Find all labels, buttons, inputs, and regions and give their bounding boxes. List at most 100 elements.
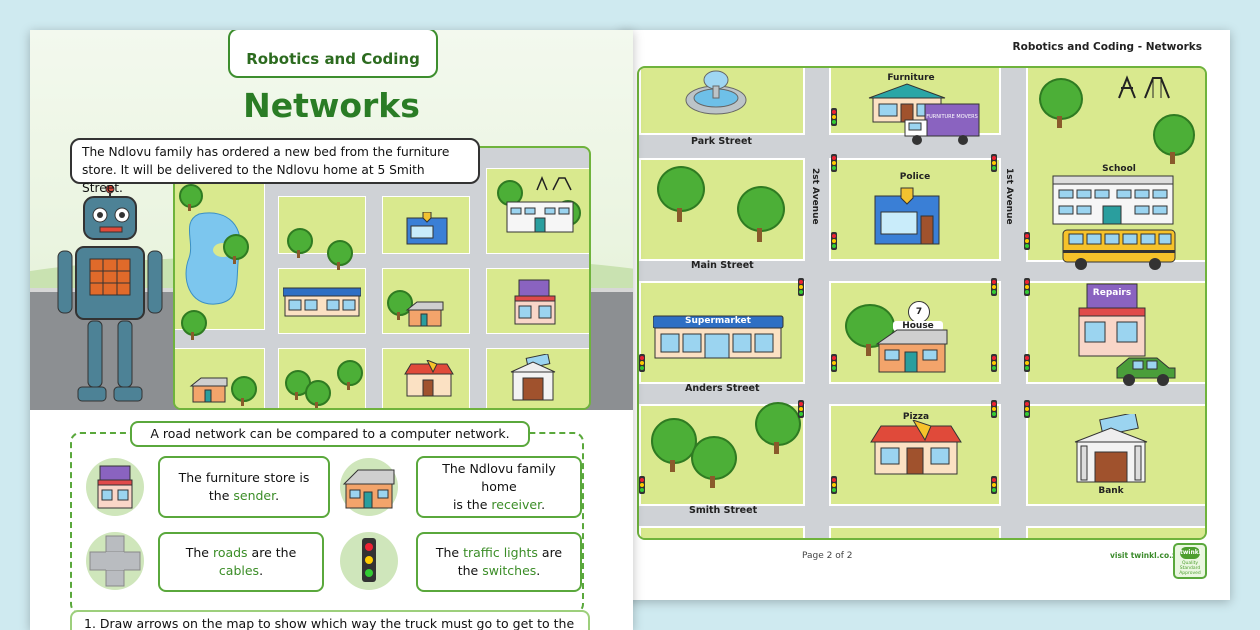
- badge-caption: Quality Standard Approved: [1179, 561, 1201, 576]
- street-label-park: Park Street: [691, 136, 752, 147]
- supermarket-label: Supermarket: [685, 316, 751, 326]
- traffic-light-icon: [831, 108, 837, 126]
- traffic-light-icon: [1024, 232, 1030, 250]
- card-receiver-mid: is the: [452, 497, 492, 512]
- delivery-truck-icon: FURNITURE MOVERS: [904, 103, 980, 145]
- house-label: House: [893, 321, 943, 331]
- traffic-light-icon: [1024, 354, 1030, 372]
- map-block: [639, 526, 805, 538]
- repairs-label: Repairs: [1092, 288, 1132, 298]
- bank-icon: [1074, 414, 1148, 483]
- house-number-badge: 7: [908, 301, 930, 323]
- card-receiver-line1: The Ndlovu family home: [442, 461, 556, 494]
- playground-icon: [1118, 75, 1170, 99]
- mini-bank-icon: [510, 354, 556, 401]
- card-switches-keyword2: switches: [482, 563, 537, 578]
- mini-pizza-icon: [404, 360, 454, 397]
- ndlovu-house-icon: [875, 329, 948, 373]
- card-sender-line1: The furniture store is: [178, 470, 310, 485]
- traffic-light-icon: [991, 400, 997, 418]
- page-2-header: Robotics and Coding - Networks: [1012, 41, 1202, 53]
- pizza-shop-icon: [870, 420, 962, 475]
- sender-icon-circle: [86, 458, 144, 516]
- mini-school-icon: [506, 201, 574, 233]
- school-bus-icon: [1062, 229, 1176, 270]
- card-sender-keyword: sender: [233, 488, 276, 503]
- map-block: [829, 526, 1001, 538]
- bank-label: Bank: [1098, 486, 1124, 496]
- robot-mascot-icon: [57, 185, 163, 402]
- map-block: [1026, 526, 1205, 538]
- card-cables-end: .: [259, 563, 264, 578]
- avenue-label-1st: 1st Avenue: [1004, 168, 1014, 225]
- mini-supermarket-icon: [283, 287, 361, 317]
- card-receiver-end: .: [541, 497, 546, 512]
- map-block: [278, 196, 366, 254]
- avenue-label-2st: 2st Avenue: [810, 168, 820, 225]
- traffic-light-icon: [831, 354, 837, 372]
- question-1: 1. Draw arrows on the map to show which …: [70, 610, 590, 630]
- traffic-light-icon: [991, 476, 997, 494]
- truck-sign: FURNITURE MOVERS: [926, 114, 978, 120]
- school-label: School: [1102, 164, 1136, 174]
- traffic-light-icon: [991, 278, 997, 296]
- town-map: Park Street Main Street Anders Street Sm…: [637, 66, 1207, 540]
- traffic-light-icon: [639, 476, 645, 494]
- card-switches-keyword: traffic lights: [463, 545, 538, 560]
- street-label-main: Main Street: [691, 260, 754, 271]
- footer-link[interactable]: visit twinkl.co.za: [1110, 551, 1182, 560]
- mini-house-icon: [189, 377, 228, 403]
- card-switches-pre: The: [435, 545, 464, 560]
- card-switches: The traffic lights are the switches.: [416, 532, 582, 592]
- traffic-light-icon: [831, 154, 837, 172]
- traffic-light-icon: [639, 354, 645, 372]
- mini-repairs-icon: [514, 279, 556, 325]
- card-sender-end: .: [275, 488, 280, 503]
- card-cables-mid: are the: [247, 545, 297, 560]
- comparison-heading: A road network can be compared to a comp…: [130, 421, 530, 447]
- card-switches-end: .: [536, 563, 541, 578]
- intro-line-1: The Ndlovu family has ordered a new bed …: [82, 145, 450, 159]
- twinkl-logo: twinkl: [1180, 547, 1201, 559]
- traffic-light-icon: [1024, 278, 1030, 296]
- card-cables-keyword: roads: [212, 545, 248, 560]
- traffic-light-icon: [991, 354, 997, 372]
- crossroads-icon: [89, 535, 141, 587]
- card-switches-mid: are: [537, 545, 563, 560]
- police-station-icon: [874, 187, 940, 245]
- traffic-light-icon: [798, 400, 804, 418]
- card-sender-mid: the: [208, 488, 234, 503]
- green-car-icon: [1116, 357, 1176, 386]
- card-sender: The furniture store is the sender.: [158, 456, 330, 518]
- page-number: Page 2 of 2: [802, 551, 853, 561]
- police-station-label: Police: [899, 172, 931, 182]
- mini-house-icon: [405, 301, 444, 327]
- mini-police-icon: [406, 212, 448, 245]
- street-label-anders: Anders Street: [685, 383, 760, 394]
- worksheet-page-2: Robotics and Coding - Networks Park Stre…: [620, 30, 1230, 600]
- mini-map: [173, 146, 591, 410]
- fountain-icon: [685, 70, 747, 115]
- street-label-smith: Smith Street: [689, 505, 758, 516]
- subject-tag: Robotics and Coding: [228, 30, 438, 78]
- traffic-light-icon: [991, 154, 997, 172]
- traffic-light-icon: [1024, 400, 1030, 418]
- intro-line-2: store. It will be delivered to the Ndlov…: [82, 163, 425, 195]
- house-icon: [342, 469, 395, 509]
- traffic-light-icon: [798, 278, 804, 296]
- traffic-light-icon: [831, 232, 837, 250]
- card-cables-pre: The: [185, 545, 213, 560]
- card-switches-line2: the: [457, 563, 483, 578]
- worksheet-page-1: Robotics and Coding Networks The Ndlovu …: [30, 30, 633, 630]
- traffic-light-icon: [831, 476, 837, 494]
- supermarket-icon: [653, 315, 784, 359]
- playground-icon: [536, 176, 572, 191]
- page-title: Networks: [243, 86, 420, 125]
- card-cables-keyword2: cables: [218, 563, 260, 578]
- receiver-icon-circle: [340, 458, 398, 516]
- traffic-light-icon: [362, 538, 376, 582]
- switches-icon-circle: [340, 532, 398, 590]
- furniture-store-label: Furniture: [887, 73, 935, 83]
